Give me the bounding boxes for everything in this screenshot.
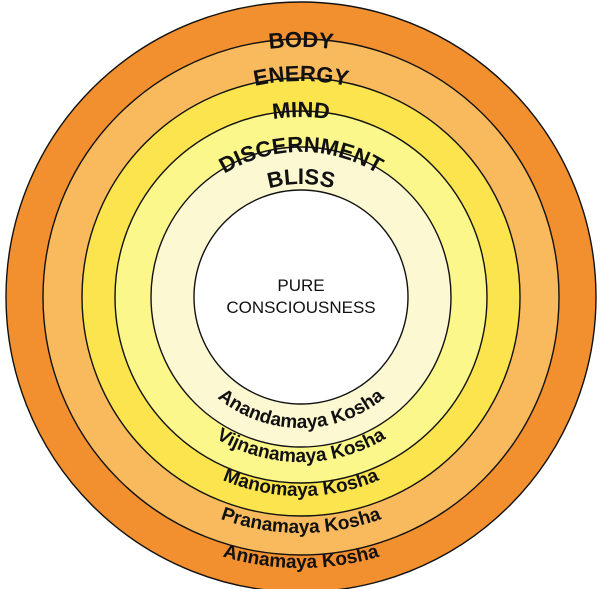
- center-label-line1: PURE: [277, 276, 324, 295]
- center-label: PURE CONSCIOUSNESS: [226, 276, 375, 317]
- label-body: BODY: [267, 27, 335, 54]
- label-energy: ENERGY: [251, 61, 351, 91]
- label-mind: MIND: [271, 97, 331, 124]
- label-bliss: BLISS: [265, 164, 338, 193]
- center-circle: [193, 189, 409, 405]
- rings-group: [5, 1, 597, 589]
- center-label-line2: CONSCIOUSNESS: [226, 298, 375, 317]
